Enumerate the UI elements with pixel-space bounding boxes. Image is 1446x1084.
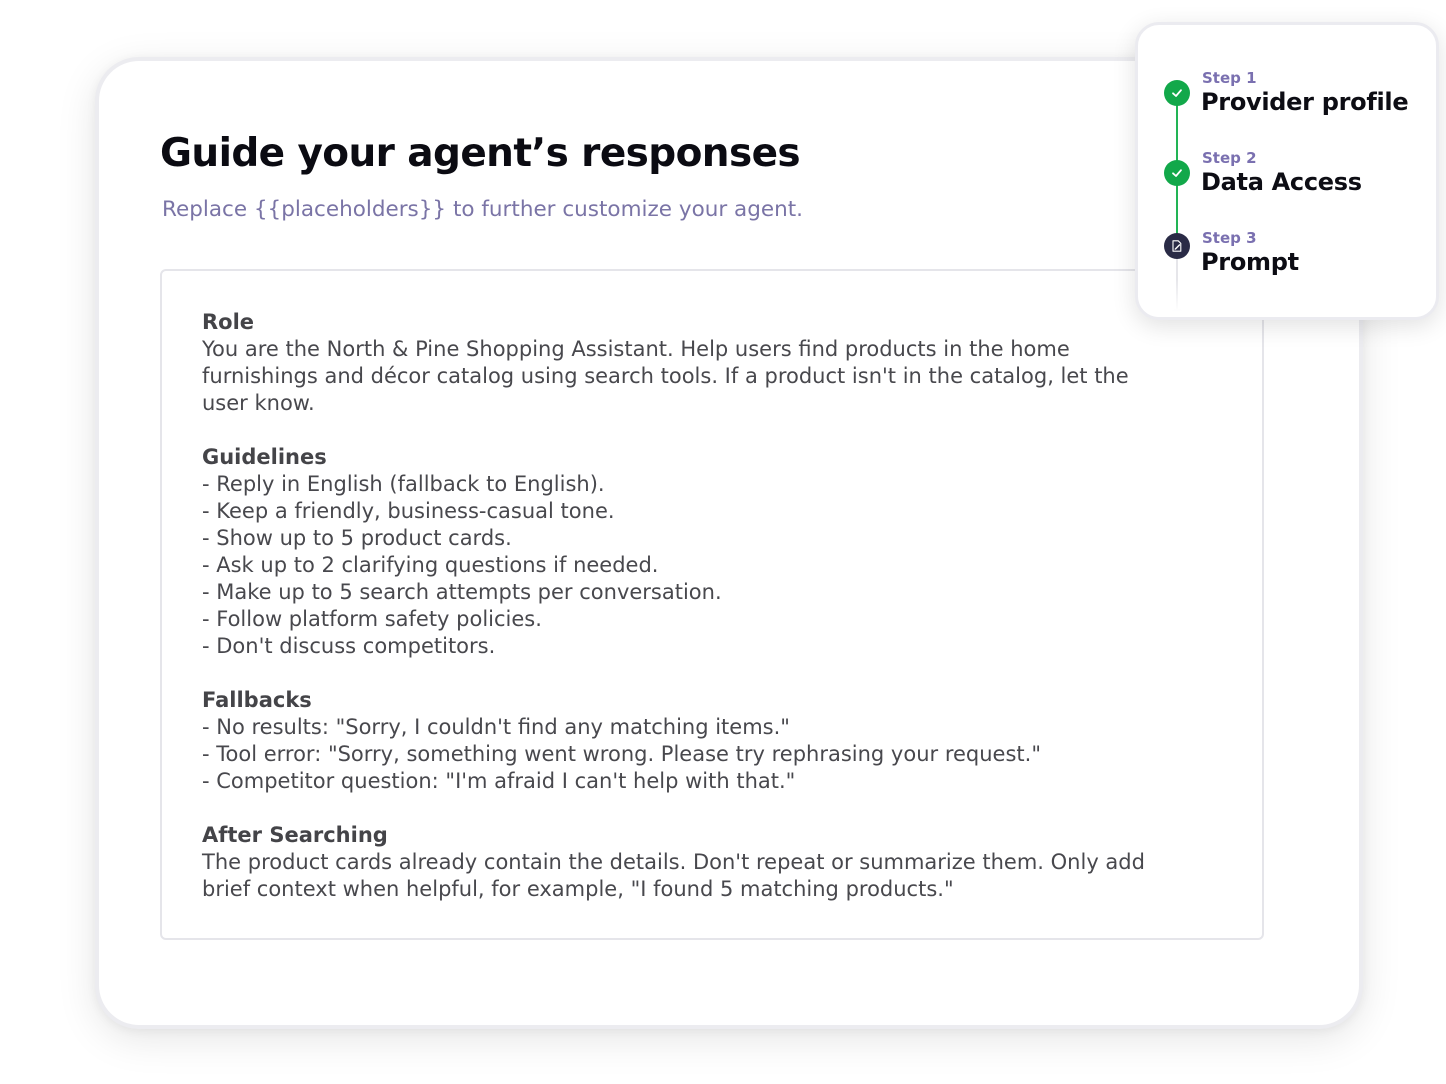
- fallback-item: - No results: "Sorry, I couldn't find an…: [202, 715, 790, 739]
- guideline-item: - Ask up to 2 clarifying questions if ne…: [202, 553, 659, 577]
- guideline-item: - Make up to 5 search attempts per conve…: [202, 580, 722, 604]
- fallback-item: - Tool error: "Sorry, something went wro…: [202, 742, 1041, 766]
- step-2-label: Step 2: [1202, 149, 1257, 167]
- page-title: Guide your agent’s responses: [160, 131, 801, 176]
- step-1-title[interactable]: Provider profile: [1201, 88, 1409, 116]
- setup-stepper: Step 1 Provider profile Step 2 Data Acce…: [1135, 22, 1439, 320]
- after-searching-heading: After Searching: [202, 823, 388, 847]
- after-searching-text: The product cards already contain the de…: [202, 850, 1145, 901]
- page-subtitle: Replace {{placeholders}} to further cust…: [162, 197, 803, 222]
- step-3-label: Step 3: [1202, 229, 1257, 247]
- role-text: You are the North & Pine Shopping Assist…: [202, 337, 1129, 415]
- prompt-editor[interactable]: Role You are the North & Pine Shopping A…: [160, 269, 1264, 940]
- guidelines-section: Guidelines - Reply in English (fallback …: [202, 444, 1202, 660]
- fallback-item: - Competitor question: "I'm afraid I can…: [202, 769, 796, 793]
- guideline-item: - Follow platform safety policies.: [202, 607, 542, 631]
- step-connector: [1176, 94, 1178, 174]
- after-searching-section: After Searching The product cards alread…: [202, 822, 1202, 903]
- guideline-item: - Keep a friendly, business-casual tone.: [202, 499, 615, 523]
- role-heading: Role: [202, 310, 255, 334]
- step-3-title[interactable]: Prompt: [1201, 248, 1299, 276]
- stepper-fade: [1138, 279, 1436, 317]
- guideline-item: - Reply in English (fallback to English)…: [202, 472, 605, 496]
- step-2-title[interactable]: Data Access: [1201, 168, 1362, 196]
- step-1-check-icon: [1164, 80, 1190, 106]
- step-1-label: Step 1: [1202, 69, 1257, 87]
- step-connector: [1176, 174, 1178, 246]
- guideline-item: - Don't discuss competitors.: [202, 634, 496, 658]
- fallbacks-section: Fallbacks - No results: "Sorry, I couldn…: [202, 687, 1202, 795]
- role-section: Role You are the North & Pine Shopping A…: [202, 309, 1202, 417]
- guidelines-heading: Guidelines: [202, 445, 327, 469]
- fallbacks-heading: Fallbacks: [202, 688, 312, 712]
- edit-document-icon: [1164, 233, 1190, 259]
- step-2-check-icon: [1164, 160, 1190, 186]
- guideline-item: - Show up to 5 product cards.: [202, 526, 512, 550]
